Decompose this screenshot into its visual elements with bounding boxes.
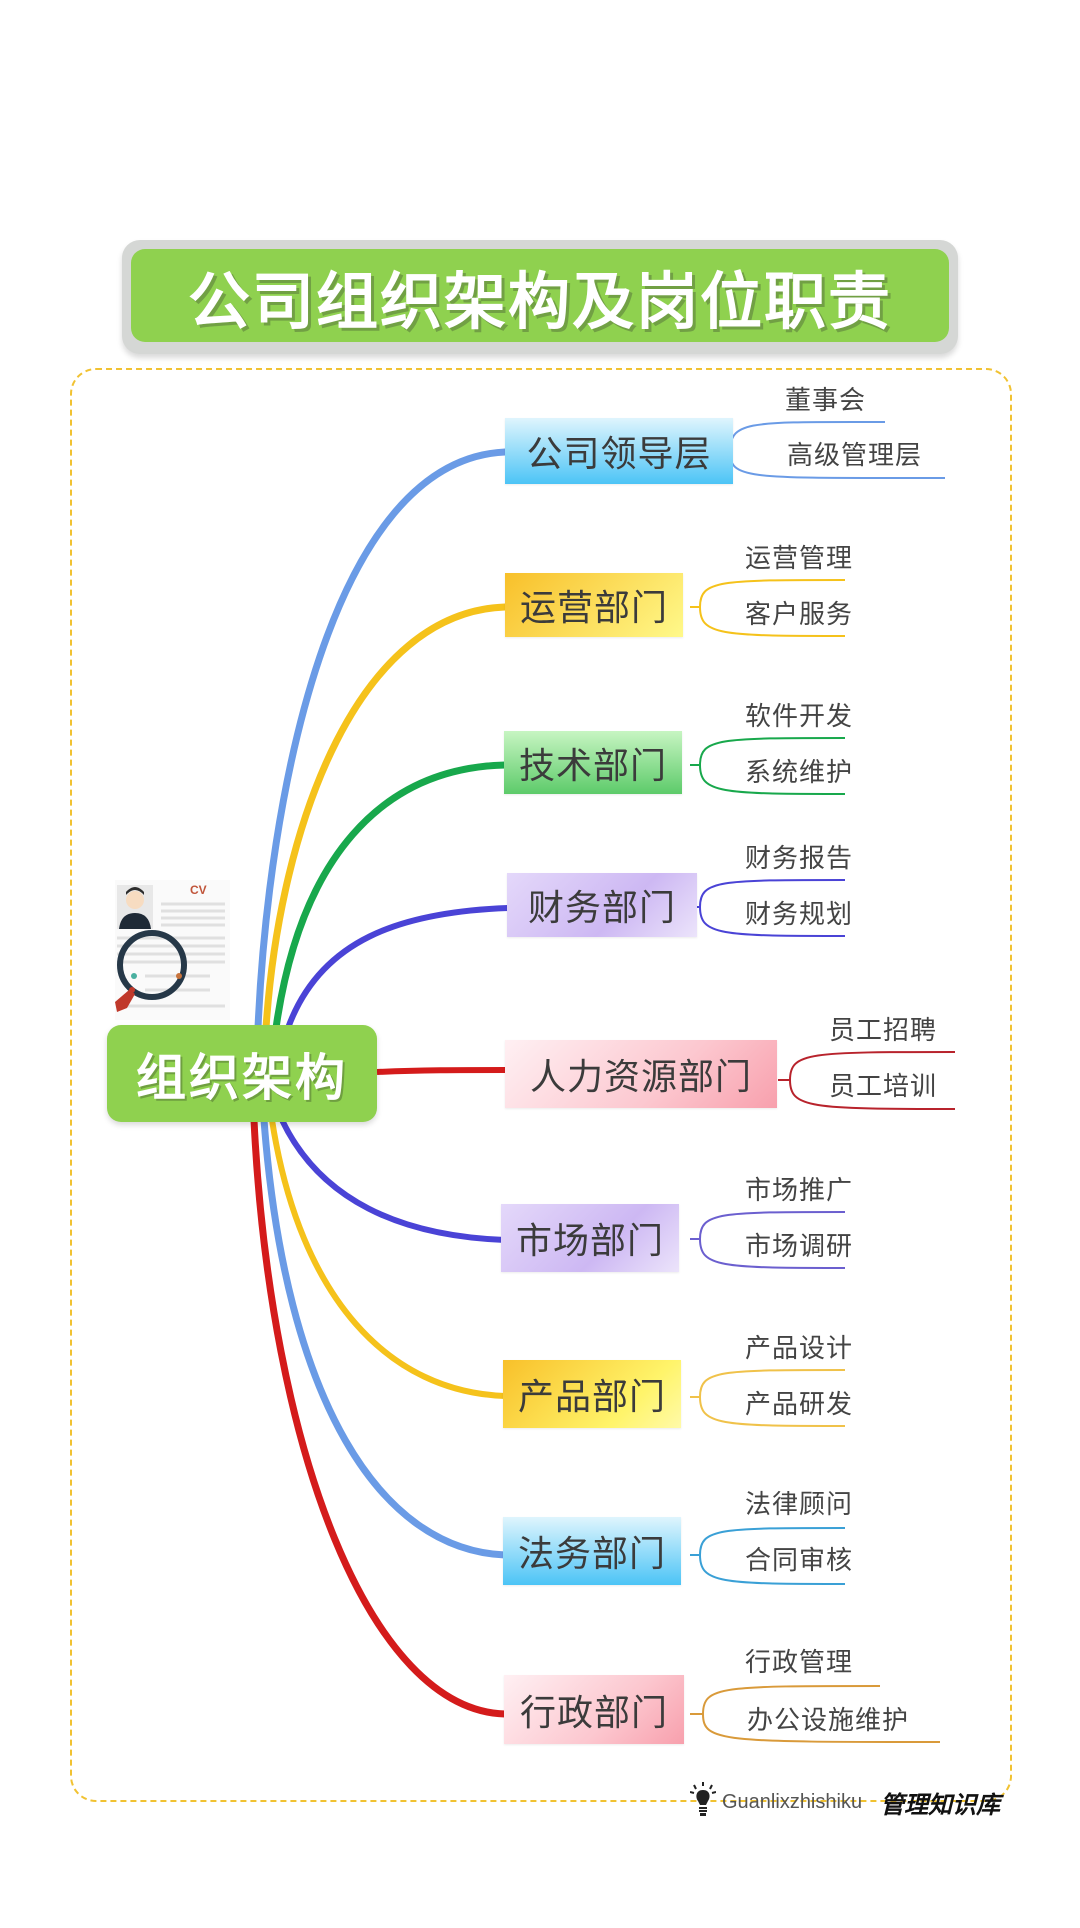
leaf-recruitment[interactable]: 员工招聘 bbox=[829, 1016, 938, 1046]
brand-watermark: Guanlixzhishiku 管理知识库 bbox=[689, 1782, 1001, 1822]
lightbulb-icon bbox=[689, 1782, 717, 1822]
leaf-customer-service[interactable]: 客户服务 bbox=[745, 600, 854, 630]
title-banner: 公司组织架构及岗位职责 bbox=[122, 240, 958, 354]
root-node[interactable]: 组织架构 bbox=[107, 1025, 377, 1122]
branch-finance[interactable]: 财务部门 bbox=[507, 873, 697, 937]
diagram-frame bbox=[70, 368, 1012, 1802]
leaf-product-rd[interactable]: 产品研发 bbox=[745, 1390, 854, 1420]
leaf-facilities-maintenance[interactable]: 办公设施维护 bbox=[747, 1706, 910, 1736]
svg-text:CV: CV bbox=[190, 883, 207, 897]
leaf-system-maintenance[interactable]: 系统维护 bbox=[745, 758, 854, 788]
leaf-board[interactable]: 董事会 bbox=[785, 386, 867, 416]
branch-technology[interactable]: 技术部门 bbox=[504, 731, 682, 794]
page-title: 公司组织架构及岗位职责 bbox=[131, 249, 949, 342]
leaf-market-promotion[interactable]: 市场推广 bbox=[745, 1176, 854, 1206]
leaf-market-research[interactable]: 市场调研 bbox=[745, 1232, 854, 1262]
brand-name-en: Guanlixzhishiku bbox=[722, 1790, 863, 1813]
leaf-training[interactable]: 员工培训 bbox=[829, 1072, 938, 1102]
cv-magnifier-icon: CV bbox=[115, 880, 230, 1020]
leaf-financial-planning[interactable]: 财务规划 bbox=[745, 900, 854, 930]
branch-human-resources[interactable]: 人力资源部门 bbox=[505, 1040, 777, 1108]
leaf-product-design[interactable]: 产品设计 bbox=[745, 1334, 854, 1364]
brand-name-cn: 管理知识库 bbox=[880, 1789, 1001, 1819]
branch-administration[interactable]: 行政部门 bbox=[504, 1675, 684, 1744]
branch-operations[interactable]: 运营部门 bbox=[505, 573, 683, 637]
leaf-financial-reporting[interactable]: 财务报告 bbox=[745, 844, 854, 874]
leaf-administrative-management[interactable]: 行政管理 bbox=[745, 1648, 854, 1678]
branch-leadership[interactable]: 公司领导层 bbox=[505, 418, 733, 484]
leaf-senior-management[interactable]: 高级管理层 bbox=[787, 441, 923, 471]
leaf-software-development[interactable]: 软件开发 bbox=[745, 702, 854, 732]
leaf-contract-review[interactable]: 合同审核 bbox=[745, 1546, 854, 1576]
leaf-operations-management[interactable]: 运营管理 bbox=[745, 544, 854, 574]
branch-marketing[interactable]: 市场部门 bbox=[501, 1204, 679, 1272]
branch-legal[interactable]: 法务部门 bbox=[503, 1517, 681, 1585]
branch-product[interactable]: 产品部门 bbox=[503, 1360, 681, 1428]
leaf-legal-counsel[interactable]: 法律顾问 bbox=[745, 1490, 854, 1520]
